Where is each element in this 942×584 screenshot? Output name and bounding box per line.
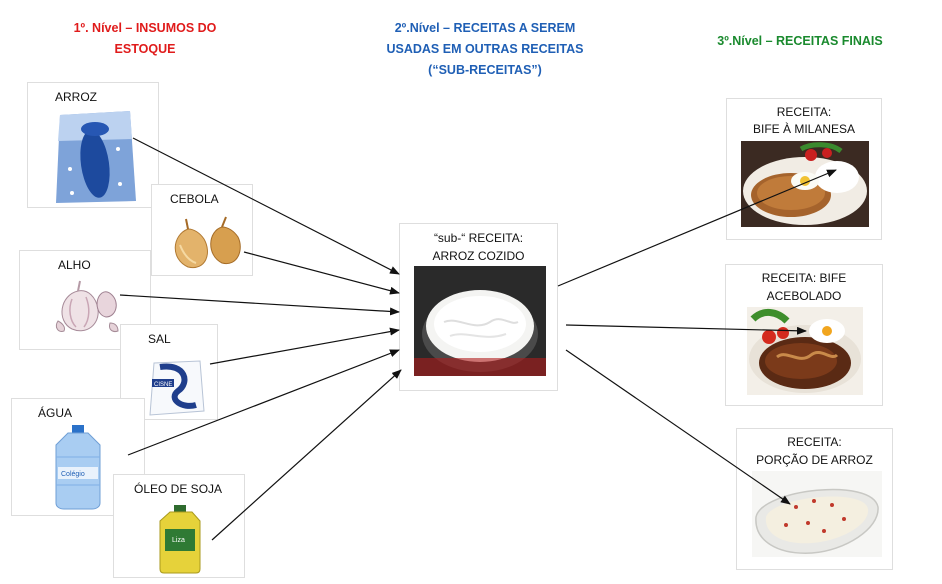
cooked-rice-pot-icon <box>414 266 546 376</box>
ingredient-card-arroz: ARROZ <box>27 82 159 208</box>
final-recipe-card-porcao-de-arroz: RECEITA: PORÇÃO DE ARROZ <box>736 428 893 570</box>
rice-bag-icon <box>56 111 136 203</box>
svg-text:Liza: Liza <box>172 537 185 544</box>
steak-onions-plate-icon <box>747 307 863 395</box>
arrow-sal-to-sub-recipe <box>209 327 400 365</box>
ingredient-label: ARROZ <box>55 90 97 104</box>
ingredient-card-oleo-de-soja: ÓLEO DE SOJA Liza <box>113 474 245 578</box>
ingredient-label: CEBOLA <box>170 192 219 206</box>
oil-bottle-icon: Liza <box>159 505 201 574</box>
level1-header: 1º. Nível – INSUMOS DO ESTOQUE <box>40 18 250 60</box>
level1-header-line1: 1º. Nível – INSUMOS DO <box>73 21 217 35</box>
ingredient-label: ÁGUA <box>38 406 73 420</box>
arrow-alho-to-sub-recipe <box>119 294 400 316</box>
arrow-cebola-to-sub-recipe <box>243 251 400 295</box>
arrow-arroz-to-sub-recipe <box>132 137 400 275</box>
final-recipe-title: RECEITA: <box>787 435 842 449</box>
onion-icon <box>174 216 241 269</box>
water-jug-icon: Colégio <box>55 425 101 510</box>
level2-header: 2º.Nível – RECEITAS A SEREM USADAS EM OU… <box>350 18 620 81</box>
arrow-sub-recipe-to-porcao-arroz <box>565 349 791 505</box>
ingredient-card-cebola: CEBOLA <box>151 184 253 276</box>
final-recipe-title: RECEITA: BIFE <box>761 271 847 285</box>
salt-package-icon: CISNE <box>149 360 205 416</box>
svg-text:CISNE: CISNE <box>154 382 172 388</box>
arrow-oleo-to-sub-recipe <box>211 369 402 541</box>
level2-header-line2: USADAS EM OUTRAS RECEITAS <box>386 42 584 56</box>
final-recipe-name: ACEBOLADO <box>766 289 842 303</box>
arrow-sub-recipe-to-bife-acebolado <box>565 324 807 335</box>
level3-header: 3º.Nível – RECEITAS FINAIS <box>690 31 910 52</box>
ingredient-label: ALHO <box>58 258 91 272</box>
svg-text:Colégio: Colégio <box>61 471 85 478</box>
sub-recipe-name: ARROZ COZIDO <box>432 249 525 263</box>
sub-recipe-title: “sub-“ RECEITA: <box>433 231 524 245</box>
level1-header-line2: ESTOQUE <box>114 42 176 56</box>
rice-bowl-icon <box>752 471 882 557</box>
ingredient-label: SAL <box>148 332 171 346</box>
final-recipe-card-bife-a-milanesa: RECEITA: BIFE À MILANESA <box>726 98 882 240</box>
sub-recipe-card: “sub-“ RECEITA: ARROZ COZIDO <box>399 223 558 391</box>
final-recipe-name: BIFE À MILANESA <box>752 122 856 136</box>
arrow-agua-to-sub-recipe <box>127 349 400 456</box>
level2-header-line3: (“SUB-RECEITAS”) <box>428 63 542 77</box>
final-recipe-name: PORÇÃO DE ARROZ <box>756 453 873 467</box>
arrow-sub-recipe-to-bife-milanesa <box>557 169 837 287</box>
ingredient-label: ÓLEO DE SOJA <box>134 482 223 496</box>
level2-header-line1: 2º.Nível – RECEITAS A SEREM <box>394 21 576 35</box>
garlic-icon <box>55 280 119 332</box>
final-recipe-card-bife-acebolado: RECEITA: BIFE ACEBOLADO <box>725 264 883 406</box>
breaded-steak-plate-icon <box>741 141 869 227</box>
final-recipe-title: RECEITA: <box>776 105 832 119</box>
level3-header-line1: 3º.Nível – RECEITAS FINAIS <box>717 34 883 48</box>
